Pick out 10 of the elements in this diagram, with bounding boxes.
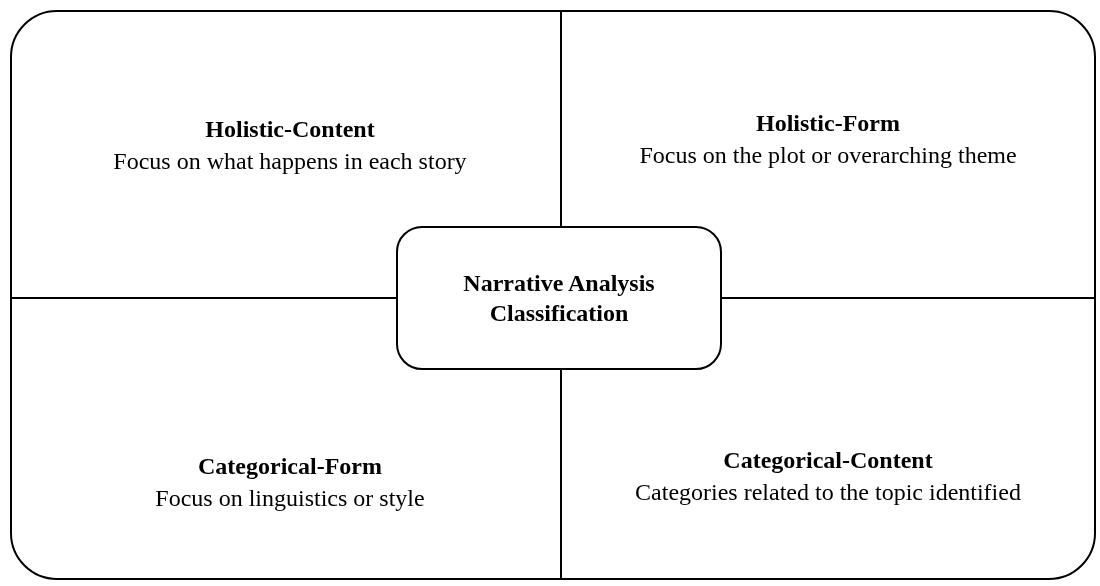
quadrant-description: Focus on linguistics or style [155, 484, 425, 513]
quadrant-description: Categories related to the topic identified [635, 478, 1021, 507]
quadrant-description: Focus on what happens in each story [113, 147, 467, 176]
quadrant-description: Focus on the plot or overarching theme [639, 141, 1017, 170]
center-box [396, 226, 722, 370]
center-title: Narrative Analysis Classification [462, 269, 656, 328]
quadrant-heading: Categorical-Form [198, 452, 382, 481]
quadrant-heading: Categorical-Content [723, 446, 933, 475]
quadrant-heading: Holistic-Content [205, 115, 375, 144]
quadrant-heading: Holistic-Form [756, 109, 900, 138]
